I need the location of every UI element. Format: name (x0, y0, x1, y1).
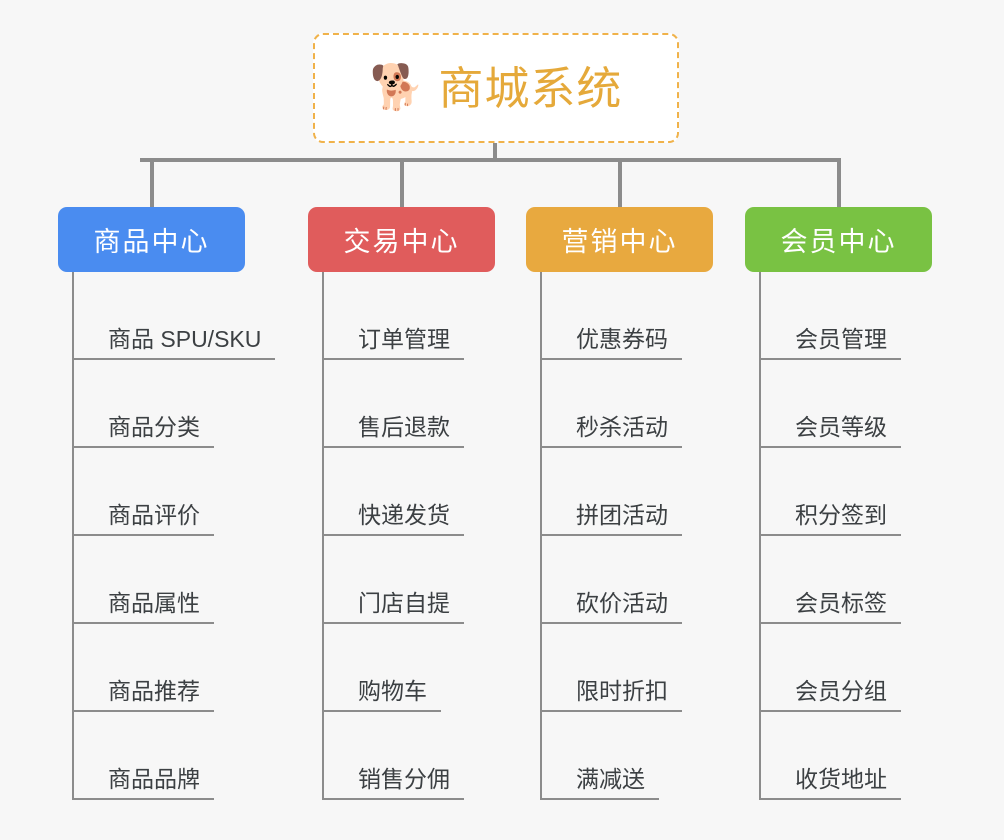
leaf-item-underline (759, 798, 901, 800)
leaf-item[interactable]: 满减送 (540, 712, 770, 800)
category-label: 会员中心 (780, 227, 897, 257)
leaf-item-label: 收货地址 (795, 766, 887, 792)
leaf-item[interactable]: 收货地址 (759, 712, 989, 800)
column-trunk-line (322, 272, 324, 800)
leaf-item-underline (540, 798, 659, 800)
leaf-item[interactable]: 商品品牌 (72, 712, 302, 800)
leaf-item[interactable]: 销售分佣 (322, 712, 552, 800)
leaf-item[interactable]: 商品 SPU/SKU (72, 272, 302, 360)
leaf-item[interactable]: 售后退款 (322, 360, 552, 448)
leaf-item-label: 商品推荐 (108, 678, 200, 704)
leaf-item-label: 会员标签 (795, 590, 887, 616)
leaf-item[interactable]: 积分签到 (759, 448, 989, 536)
leaf-item-underline (540, 534, 682, 536)
leaf-column-4: 会员管理会员等级积分签到会员标签会员分组收货地址 (759, 272, 989, 800)
leaf-item-label: 会员管理 (795, 326, 887, 352)
leaf-item[interactable]: 门店自提 (322, 536, 552, 624)
leaf-item-underline (72, 622, 214, 624)
category-box-4[interactable]: 会员中心 (745, 207, 932, 272)
leaf-column-3: 优惠券码秒杀活动拼团活动砍价活动限时折扣满减送 (540, 272, 770, 800)
leaf-item-label: 满减送 (576, 766, 645, 792)
leaf-item[interactable]: 订单管理 (322, 272, 552, 360)
column-trunk-line (759, 272, 761, 800)
leaf-item-underline (72, 710, 214, 712)
leaf-item[interactable]: 砍价活动 (540, 536, 770, 624)
leaf-item-underline (540, 622, 682, 624)
category-box-1[interactable]: 商品中心 (58, 207, 245, 272)
leaf-item[interactable]: 商品评价 (72, 448, 302, 536)
leaf-column-1: 商品 SPU/SKU 商品分类商品评价商品属性商品推荐商品品牌 (72, 272, 302, 800)
leaf-item-label: 售后退款 (358, 414, 450, 440)
leaf-item-label: 商品品牌 (108, 766, 200, 792)
drop-connector-4 (836, 158, 841, 207)
category-label: 商品中心 (93, 227, 210, 257)
leaf-item-underline (322, 622, 464, 624)
leaf-item[interactable]: 会员分组 (759, 624, 989, 712)
leaf-item[interactable]: 优惠券码 (540, 272, 770, 360)
category-box-3[interactable]: 营销中心 (526, 207, 713, 272)
leaf-item-label: 商品属性 (108, 590, 200, 616)
leaf-item-label: 会员等级 (795, 414, 887, 440)
leaf-item[interactable]: 商品推荐 (72, 624, 302, 712)
leaf-item-underline (322, 534, 464, 536)
column-trunk-line (540, 272, 542, 800)
leaf-item-underline (540, 446, 682, 448)
leaf-item-underline (72, 798, 214, 800)
leaf-item[interactable]: 会员标签 (759, 536, 989, 624)
root-node[interactable]: 🐕 商城系统 (313, 33, 679, 143)
drop-connector-1 (149, 158, 154, 207)
leaf-item-label: 拼团活动 (576, 502, 668, 528)
leaf-item-underline (759, 710, 901, 712)
leaf-item[interactable]: 限时折扣 (540, 624, 770, 712)
leaf-item-underline (322, 446, 464, 448)
leaf-item-label: 砍价活动 (576, 590, 668, 616)
leaf-item[interactable]: 商品分类 (72, 360, 302, 448)
leaf-item-underline (322, 798, 464, 800)
leaf-column-2: 订单管理售后退款快递发货门店自提购物车销售分佣 (322, 272, 552, 800)
leaf-item-label: 销售分佣 (358, 766, 450, 792)
leaf-item-underline (540, 710, 682, 712)
leaf-item[interactable]: 快递发货 (322, 448, 552, 536)
leaf-item-underline (322, 358, 464, 360)
leaf-item-underline (759, 622, 901, 624)
leaf-item-underline (759, 446, 901, 448)
leaf-item-label: 优惠券码 (576, 326, 668, 352)
leaf-item-underline (540, 358, 682, 360)
category-box-2[interactable]: 交易中心 (308, 207, 495, 272)
leaf-item[interactable]: 会员管理 (759, 272, 989, 360)
leaf-item-label: 秒杀活动 (576, 414, 668, 440)
leaf-item-label: 购物车 (358, 678, 427, 704)
leaf-item-label: 快递发货 (358, 502, 450, 528)
leaf-item-label: 订单管理 (358, 326, 450, 352)
drop-connector-2 (399, 158, 404, 207)
root-stem-connector (493, 143, 497, 162)
leaf-item-underline (322, 710, 441, 712)
category-label: 交易中心 (343, 227, 460, 257)
leaf-item[interactable]: 拼团活动 (540, 448, 770, 536)
leaf-item-label: 门店自提 (358, 590, 450, 616)
leaf-item-underline (759, 534, 901, 536)
leaf-item-underline (759, 358, 901, 360)
leaf-item-label: 商品分类 (108, 414, 200, 440)
leaf-item-label: 限时折扣 (576, 678, 668, 704)
leaf-item-underline (72, 446, 214, 448)
shiba-dog-face-icon: 🐕 (369, 63, 425, 112)
column-trunk-line (72, 272, 74, 800)
leaf-item[interactable]: 秒杀活动 (540, 360, 770, 448)
leaf-item-underline (72, 534, 214, 536)
category-label: 营销中心 (561, 227, 678, 257)
leaf-item-underline (72, 358, 275, 360)
leaf-item[interactable]: 购物车 (322, 624, 552, 712)
root-title: 商城系统 (438, 62, 623, 114)
drop-connector-3 (617, 158, 622, 207)
leaf-item-label: 会员分组 (795, 678, 887, 704)
leaf-item-label: 商品 SPU/SKU (108, 326, 262, 352)
horizontal-bus-connector (140, 158, 840, 162)
leaf-item-label: 商品评价 (108, 502, 200, 528)
leaf-item[interactable]: 商品属性 (72, 536, 302, 624)
leaf-item-label: 积分签到 (795, 502, 887, 528)
leaf-item[interactable]: 会员等级 (759, 360, 989, 448)
